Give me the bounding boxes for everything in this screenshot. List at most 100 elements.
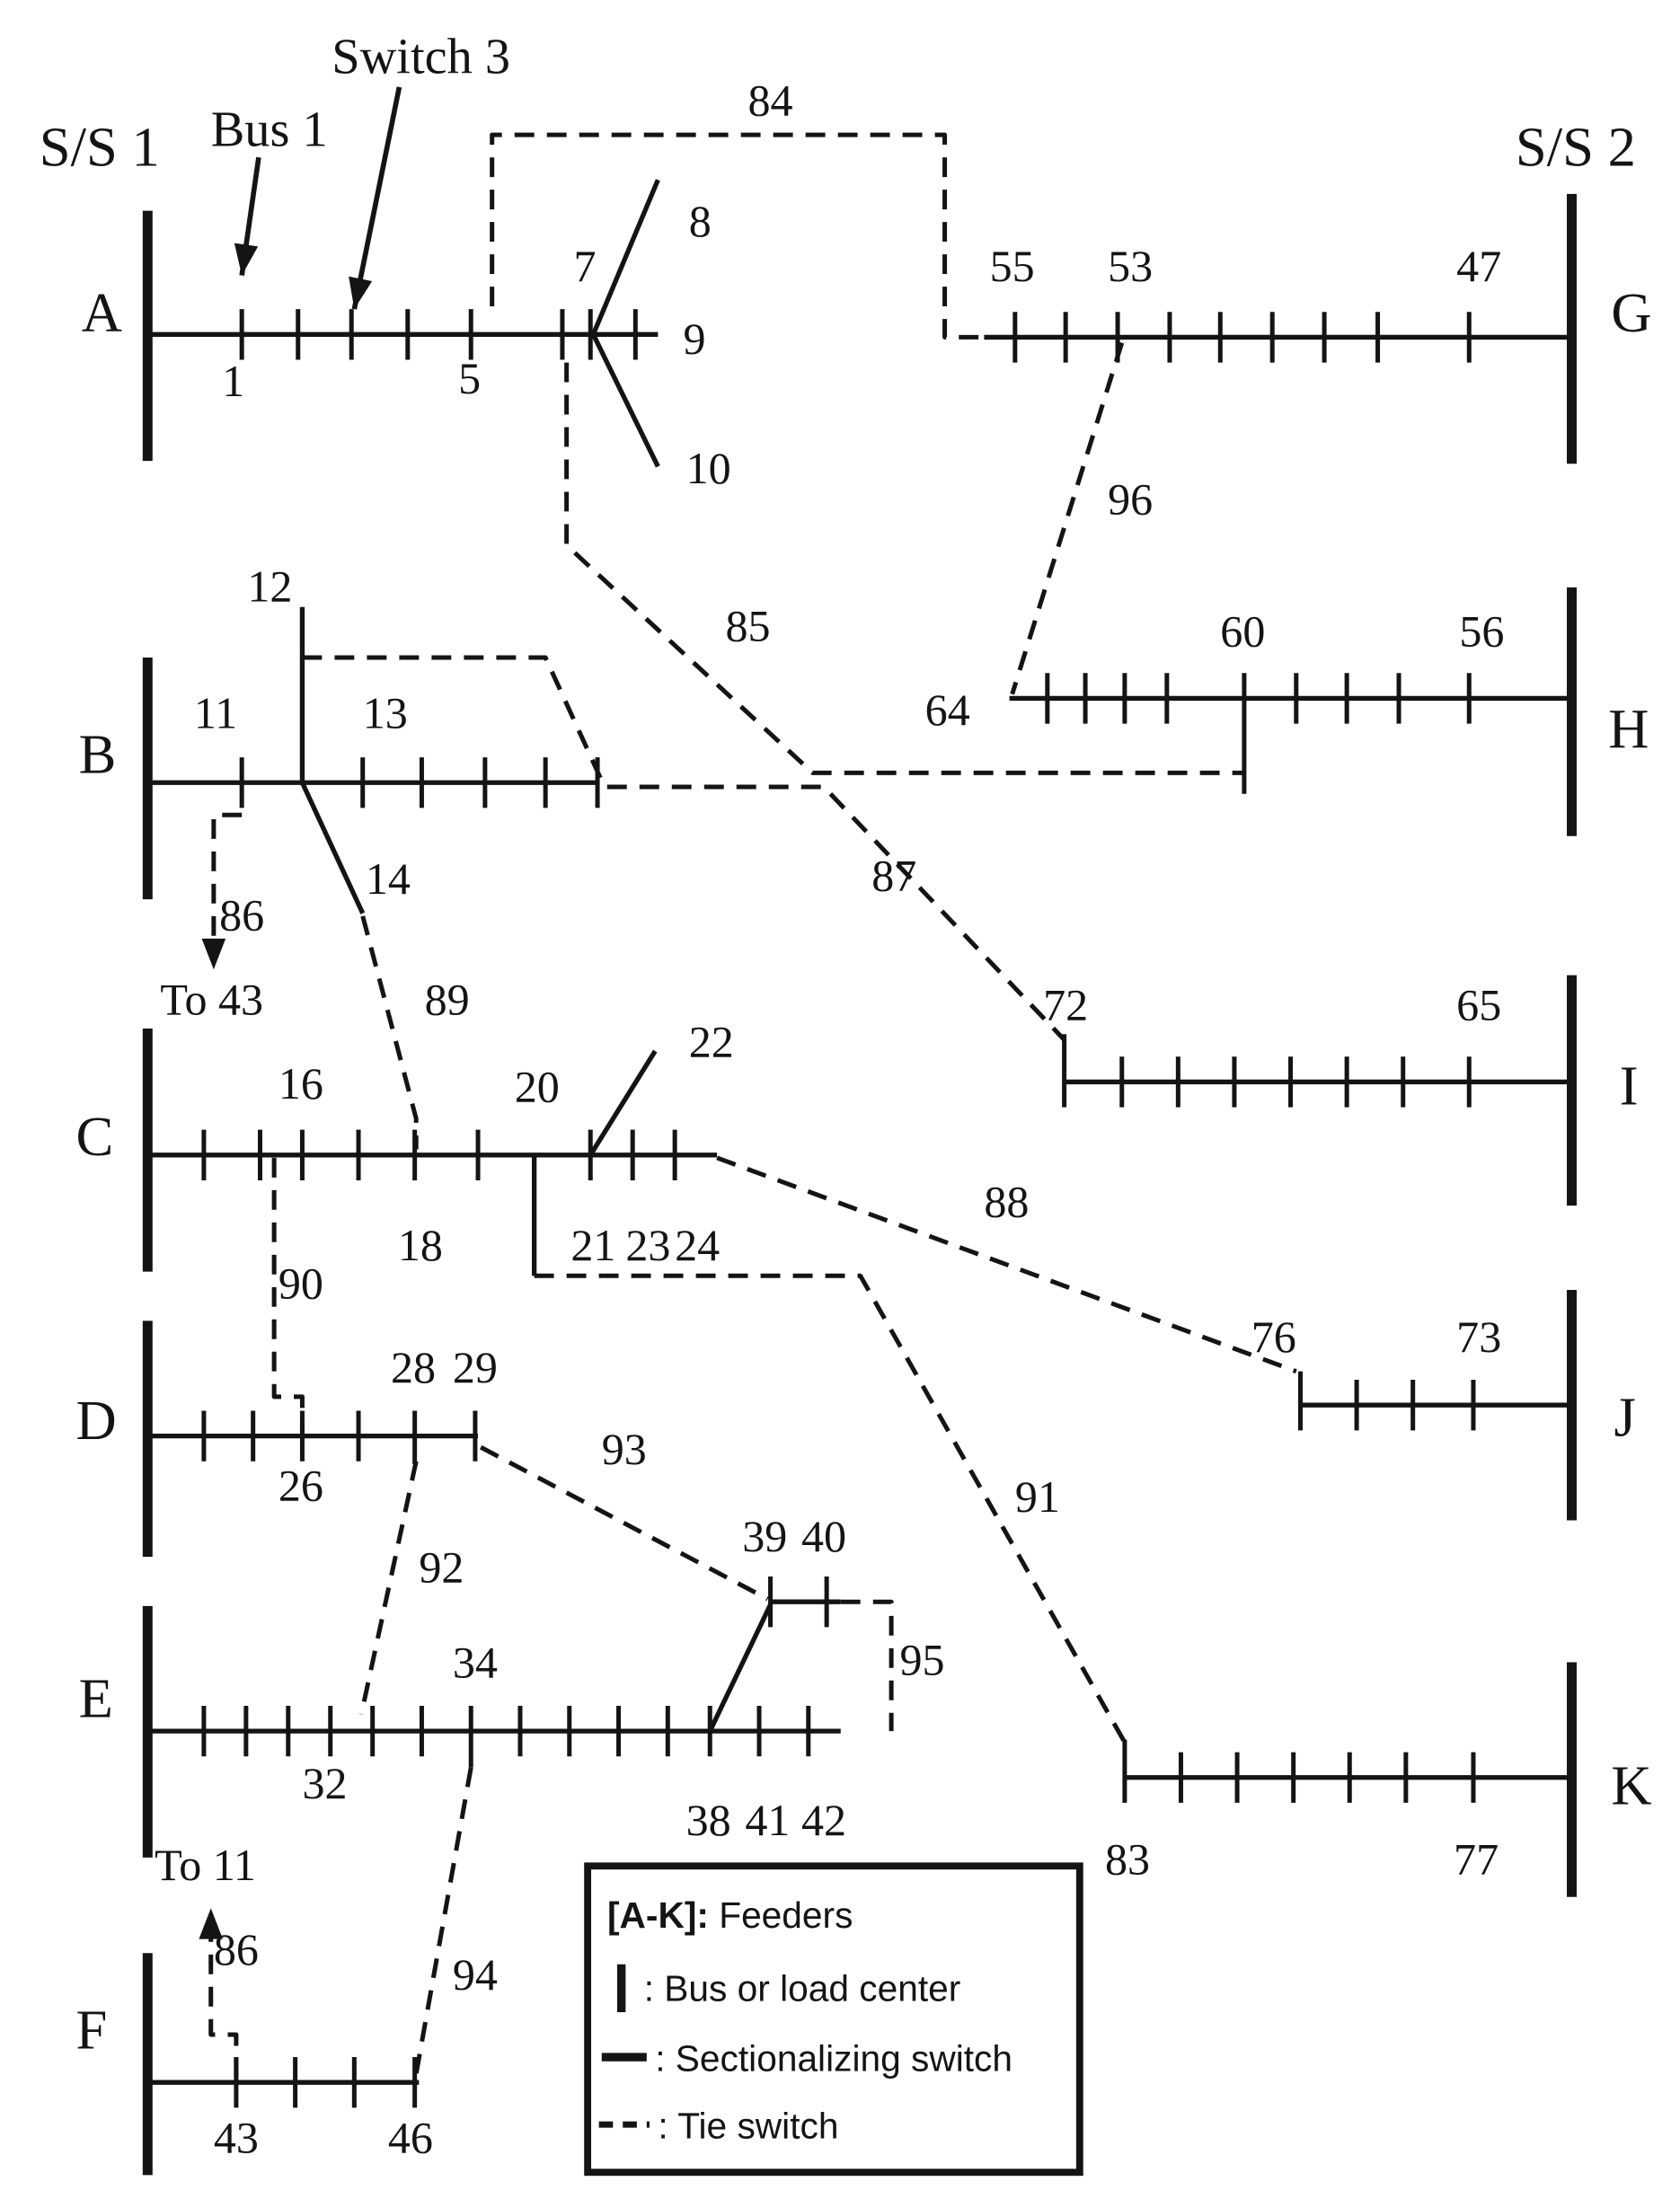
- label-node-43: 43: [214, 2112, 259, 2162]
- legend-box: [584, 1862, 1083, 2177]
- label-ss1: S/S 1: [40, 116, 160, 179]
- label-node-73: 73: [1456, 1311, 1501, 1362]
- label-node-29: 29: [453, 1342, 498, 1392]
- tie-88: [716, 1155, 1297, 1374]
- label-bus1: Bus 1: [211, 102, 328, 158]
- label-node-47: 47: [1456, 241, 1501, 291]
- legend-feeders-text: Feeders: [709, 1894, 853, 1936]
- label-node-28: 28: [391, 1342, 436, 1392]
- label-tie-86-top: 86: [219, 890, 264, 941]
- label-node-53: 53: [1108, 241, 1153, 291]
- tie-87: [302, 655, 1066, 1042]
- label-feeder-K: K: [1611, 1753, 1651, 1816]
- tie-86-top: [211, 812, 243, 953]
- label-node-21: 21: [570, 1220, 615, 1270]
- label-tie-91: 91: [1015, 1471, 1060, 1522]
- label-node-14: 14: [366, 853, 411, 904]
- feeder-E-branch-39: [707, 1603, 773, 1733]
- tie-89: [360, 915, 419, 1150]
- legend-sectionalizing-label: : Sectionalizing switch: [655, 2038, 1012, 2080]
- label-node-9: 9: [684, 314, 706, 364]
- tie-92: [358, 1461, 419, 1715]
- label-node-12: 12: [247, 561, 292, 611]
- label-node-39: 39: [742, 1511, 787, 1561]
- label-tie-90: 90: [279, 1258, 323, 1308]
- label-node-23: 23: [625, 1220, 670, 1270]
- label-feeder-A: A: [82, 281, 122, 344]
- tie-85: [564, 362, 1246, 775]
- legend-feeders-prefix: [A-K]:: [607, 1894, 709, 1936]
- label-feeder-C: C: [76, 1105, 114, 1168]
- tie-93: [480, 1444, 769, 1602]
- legend-bus-label: : Bus or load center: [644, 1967, 961, 2009]
- feeder-A-branch-10: [590, 333, 660, 468]
- label-feeder-J: J: [1614, 1386, 1635, 1449]
- tie-84: [490, 132, 985, 340]
- tie-91: [534, 1273, 1127, 1744]
- label-node-13: 13: [363, 687, 408, 737]
- label-node-83: 83: [1105, 1834, 1150, 1885]
- feeder-C-branch-22: [588, 1049, 658, 1157]
- label-node-8: 8: [689, 196, 712, 246]
- label-node-40: 40: [801, 1511, 846, 1561]
- label-node-55: 55: [990, 241, 1035, 291]
- label-node-56: 56: [1459, 606, 1504, 657]
- label-node-22: 22: [689, 1016, 734, 1066]
- tie-86-top-arrowhead: [201, 938, 226, 970]
- label-node-1: 1: [222, 356, 244, 406]
- tie-96: [1010, 341, 1125, 695]
- label-node-10: 10: [686, 443, 731, 493]
- label-node-32: 32: [302, 1758, 347, 1808]
- label-node-5: 5: [458, 353, 481, 403]
- switch3-pointer-arrow-head: [349, 276, 373, 310]
- label-tie-95: 95: [900, 1635, 945, 1685]
- label-node-7: 7: [573, 241, 596, 291]
- label-tie-93: 93: [602, 1424, 647, 1474]
- label-feeder-D: D: [76, 1389, 117, 1452]
- label-switch3: Switch 3: [332, 29, 510, 84]
- bus1-pointer-arrow-head: [234, 243, 259, 276]
- label-tie-88: 88: [984, 1177, 1029, 1227]
- tie-86-bottom-arrowhead: [199, 1908, 224, 1939]
- label-node-11: 11: [194, 687, 237, 737]
- label-node-38: 38: [686, 1795, 731, 1845]
- label-node-76: 76: [1251, 1311, 1296, 1362]
- label-feeder-F: F: [76, 1999, 108, 2062]
- label-tie-84: 84: [748, 75, 793, 125]
- legend-tie-label: : Tie switch: [658, 2106, 838, 2147]
- label-feeder-I: I: [1620, 1054, 1639, 1117]
- label-node-26: 26: [279, 1461, 323, 1511]
- label-node-42: 42: [801, 1795, 846, 1845]
- feeder-B-branch-14: [300, 782, 366, 914]
- label-tie-96: 96: [1108, 474, 1153, 525]
- feeder-A-branch-8: [590, 179, 660, 336]
- label-feeder-B: B: [79, 722, 117, 785]
- label-tie-89: 89: [425, 974, 470, 1024]
- label-tie-87: 87: [871, 851, 916, 901]
- tie-94: [413, 1767, 473, 2075]
- label-tie-85: 85: [725, 600, 770, 650]
- label-node-65: 65: [1456, 980, 1501, 1030]
- label-node-46: 46: [388, 2112, 433, 2162]
- label-feeder-G: G: [1611, 281, 1651, 344]
- label-to-11: To 11: [155, 1840, 256, 1890]
- label-tie-86-bottom: 86: [214, 1924, 259, 1974]
- legend-feeders-label: [A-K]: Feeders: [607, 1894, 853, 1936]
- label-ss2: S/S 2: [1516, 116, 1636, 179]
- label-node-72: 72: [1043, 980, 1088, 1030]
- label-to-43: To 43: [160, 974, 263, 1024]
- label-feeder-H: H: [1608, 697, 1649, 760]
- label-node-41: 41: [745, 1795, 790, 1845]
- label-node-60: 60: [1220, 606, 1265, 657]
- label-node-20: 20: [515, 1061, 560, 1111]
- label-feeder-E: E: [79, 1666, 113, 1729]
- label-node-24: 24: [675, 1220, 720, 1270]
- label-node-16: 16: [279, 1058, 323, 1108]
- label-node-77: 77: [1454, 1834, 1499, 1885]
- label-tie-92: 92: [419, 1541, 464, 1592]
- tie-95: [840, 1599, 894, 1732]
- label-tie-94: 94: [453, 1949, 498, 2000]
- label-node-34: 34: [453, 1638, 498, 1688]
